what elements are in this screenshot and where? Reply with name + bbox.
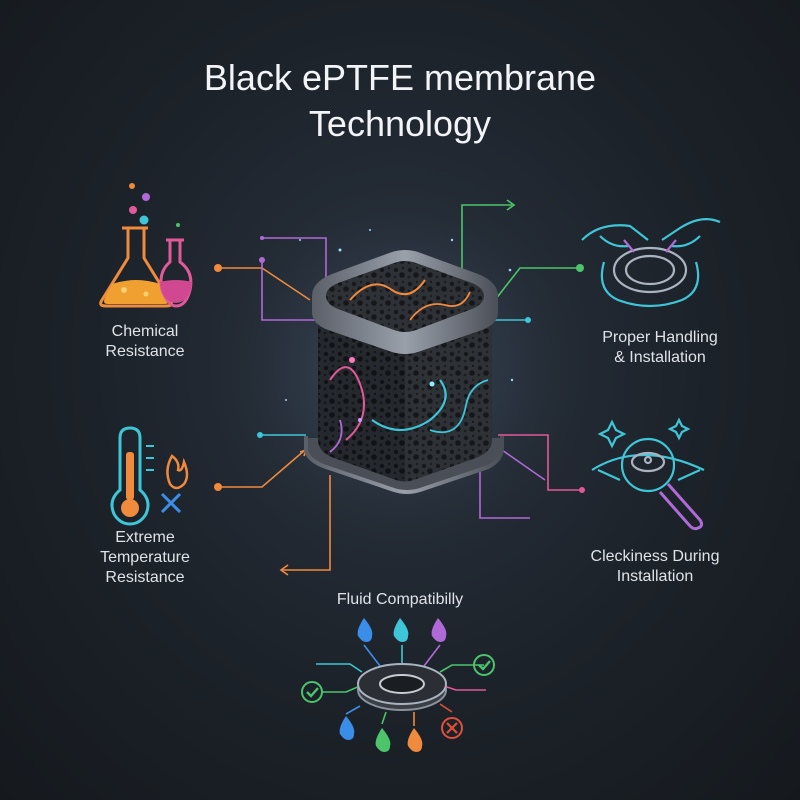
fluid-label-line-1: Fluid Compatibilly <box>336 591 464 608</box>
connector-lines <box>214 199 585 576</box>
magnifier-inspect-icon <box>591 417 705 531</box>
feature-chemical-resistance: Chemical Resistance <box>80 322 210 362</box>
cleckiness-label-line-2: Installation <box>616 568 694 585</box>
feature-proper-handling: Proper Handling & Installation <box>575 328 745 368</box>
temperature-label-line-1: Extreme <box>115 529 175 546</box>
chemical-label-line-2: Resistance <box>105 343 185 360</box>
title-line-1: Black ePTFE membrane <box>203 57 597 98</box>
temperature-label-line-3: Resistance <box>105 569 185 586</box>
title-line-2: Technology <box>308 103 492 144</box>
sparkles <box>285 229 514 482</box>
feature-cleckiness: Cleckiness During Installation <box>570 547 740 587</box>
handling-label-line-2: & Installation <box>614 349 706 366</box>
feature-fluid-compatibility: Fluid Compatibilly <box>300 590 500 610</box>
hands-holding-ring-icon <box>581 217 721 308</box>
fluid-drops-ring-icon <box>301 618 495 752</box>
page-title: Black ePTFE membrane Technology <box>0 55 800 147</box>
chemical-label-line-1: Chemical <box>111 323 179 340</box>
cleckiness-label-line-1: Cleckiness During <box>590 548 720 565</box>
thermometer-flame-icon <box>110 426 189 526</box>
temperature-label-line-2: Temperature <box>100 549 190 566</box>
membrane-cube-illustration <box>304 250 504 494</box>
chemical-flasks-icon <box>99 183 193 308</box>
handling-label-line-1: Proper Handling <box>602 329 718 346</box>
feature-extreme-temperature: Extreme Temperature Resistance <box>75 528 215 588</box>
